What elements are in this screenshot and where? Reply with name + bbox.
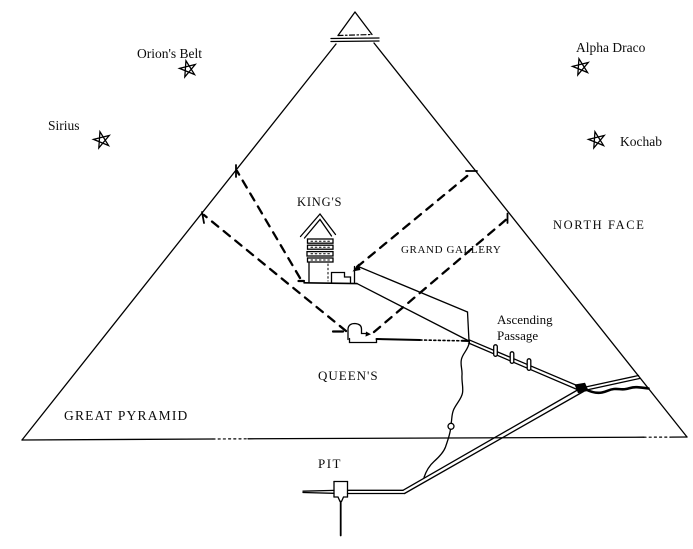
queens-south-shaft <box>202 213 348 333</box>
star-shafts <box>202 169 510 334</box>
kings-south-shaft <box>235 169 302 280</box>
pyramid-outline <box>21 42 688 441</box>
star-markers <box>91 56 606 150</box>
shaft-face-ticks <box>201 164 509 224</box>
grand-gallery-lines <box>356 265 470 342</box>
kings-north-shaft <box>355 170 474 269</box>
ascending-passage-lines <box>467 339 589 394</box>
well-shaft <box>423 341 471 479</box>
label-great-pyramid: GREAT PYRAMID <box>64 408 189 423</box>
kings-chamber-structure <box>297 212 361 285</box>
label-queens-chamber: QUEEN'S <box>318 368 379 383</box>
label-sirius: Sirius <box>48 118 80 133</box>
queens-passage <box>375 338 470 342</box>
queens-arrow <box>365 331 371 337</box>
coffer-step <box>330 271 352 284</box>
gallery-top-arrow <box>352 263 361 272</box>
label-alpha-draco: Alpha Draco <box>576 40 646 55</box>
girdle-stone-3 <box>526 358 532 371</box>
label-kings-chamber: KING'S <box>297 195 343 209</box>
girdle-stone-2 <box>509 351 515 364</box>
label-orions-belt: Orion's Belt <box>137 46 203 61</box>
queens-north-shaft <box>372 216 510 334</box>
label-ascending-passage: Ascending Passage <box>497 312 553 343</box>
label-north-face: NORTH FACE <box>553 218 646 232</box>
capstone <box>330 11 380 43</box>
label-pit: PIT <box>318 456 342 471</box>
label-grand-gallery: GRAND GALLERY <box>401 244 502 256</box>
queens-chamber-structure <box>331 322 378 344</box>
star-icon-alpha-draco <box>570 56 590 77</box>
pit-structure <box>333 480 349 537</box>
star-icon-kochab <box>586 129 606 150</box>
label-kochab: Kochab <box>620 134 662 149</box>
descending-passage-lines <box>302 374 641 495</box>
star-icon-sirius <box>91 129 111 150</box>
forced-tunnel <box>584 385 650 395</box>
girdle-stone-1 <box>493 344 498 357</box>
star-icon-orions-belt <box>177 58 197 79</box>
grotto-circle <box>447 422 455 430</box>
